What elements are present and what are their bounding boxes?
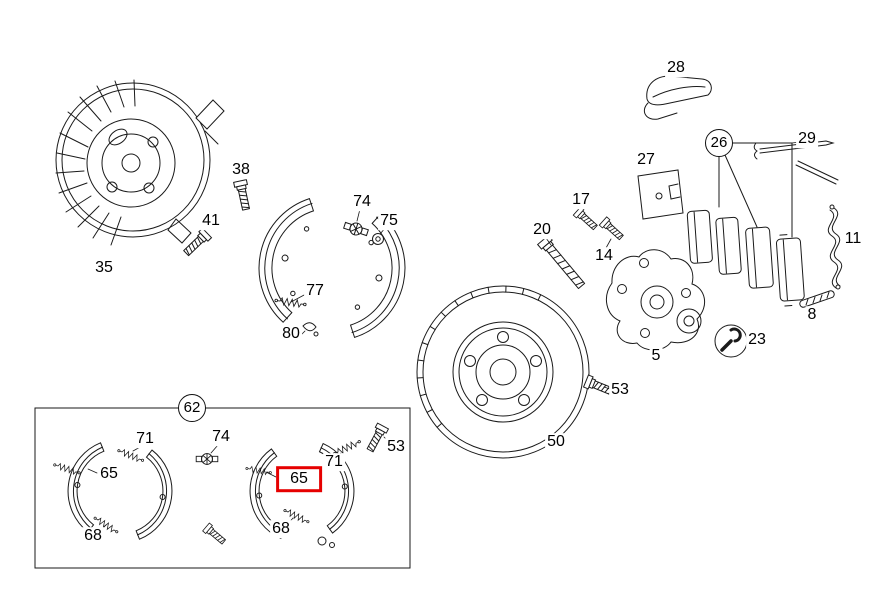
part-drawing-dust-shield — [55, 79, 225, 246]
part-label-53-bottom[interactable]: 53 — [385, 438, 407, 456]
part-label-35[interactable]: 35 — [93, 259, 115, 277]
part-label-38[interactable]: 38 — [230, 161, 252, 179]
wrench-icon — [714, 324, 748, 358]
part-drawing-spring-68-right — [282, 506, 335, 548]
part-drawing-pin-8 — [799, 290, 835, 308]
part-label-74-bottom[interactable]: 74 — [210, 428, 232, 446]
part-label-20[interactable]: 20 — [531, 221, 553, 239]
part-drawing-bolt-38 — [233, 179, 253, 212]
part-drawing-bolt-17 — [572, 206, 600, 233]
part-drawing-shim-27 — [637, 169, 684, 220]
part-drawing-pin-75 — [372, 233, 384, 245]
part-label-80[interactable]: 80 — [280, 325, 302, 343]
part-label-68-left[interactable]: 68 — [82, 527, 104, 545]
part-label-14[interactable]: 14 — [593, 247, 615, 265]
part-label-74-top[interactable]: 74 — [351, 193, 373, 211]
part-drawing-adjuster-74 — [342, 219, 370, 239]
part-drawing-spring-clip-11 — [827, 204, 843, 290]
part-drawing-pad-set — [686, 209, 805, 307]
part-drawing-caliper-carrier — [605, 249, 706, 351]
part-label-28[interactable]: 28 — [665, 59, 687, 77]
part-drawing-bolt-14 — [598, 216, 626, 243]
part-label-11[interactable]: 11 — [842, 230, 864, 248]
part-label-65-left[interactable]: 65 — [98, 465, 120, 483]
part-drawing-clip-80 — [302, 322, 319, 337]
part-label-41[interactable]: 41 — [200, 212, 222, 230]
part-label-68-right[interactable]: 68 — [270, 520, 292, 538]
group-callout-26[interactable]: 26 — [705, 129, 733, 157]
part-label-50[interactable]: 50 — [545, 433, 567, 451]
part-label-71-right[interactable]: 71 — [323, 453, 345, 471]
group-callout-62[interactable]: 62 — [178, 394, 206, 422]
part-label-17[interactable]: 17 — [570, 191, 592, 209]
part-drawing-shoe-set-left — [67, 442, 173, 540]
part-drawing-brake-disc — [416, 285, 590, 459]
part-label-53-right[interactable]: 53 — [609, 381, 631, 399]
part-label-23[interactable]: 23 — [746, 331, 768, 349]
part-label-8[interactable]: 8 — [805, 306, 819, 324]
part-label-71-left[interactable]: 71 — [134, 430, 156, 448]
part-label-5[interactable]: 5 — [649, 347, 663, 365]
part-label-29[interactable]: 29 — [796, 130, 818, 148]
part-drawing-retaining-pin-29 — [753, 140, 839, 185]
part-drawing-parking-shoe-pair — [258, 197, 406, 339]
part-drawing-pad-28 — [643, 75, 712, 120]
part-label-27[interactable]: 27 — [635, 151, 657, 169]
part-drawing-screw-41 — [181, 227, 213, 259]
part-label-65-highlighted[interactable]: 65 — [276, 466, 322, 492]
part-label-75[interactable]: 75 — [378, 212, 400, 230]
part-drawing-bolt-20 — [536, 234, 586, 290]
part-drawing-spring-77 — [274, 296, 307, 309]
part-label-77[interactable]: 77 — [304, 282, 326, 300]
